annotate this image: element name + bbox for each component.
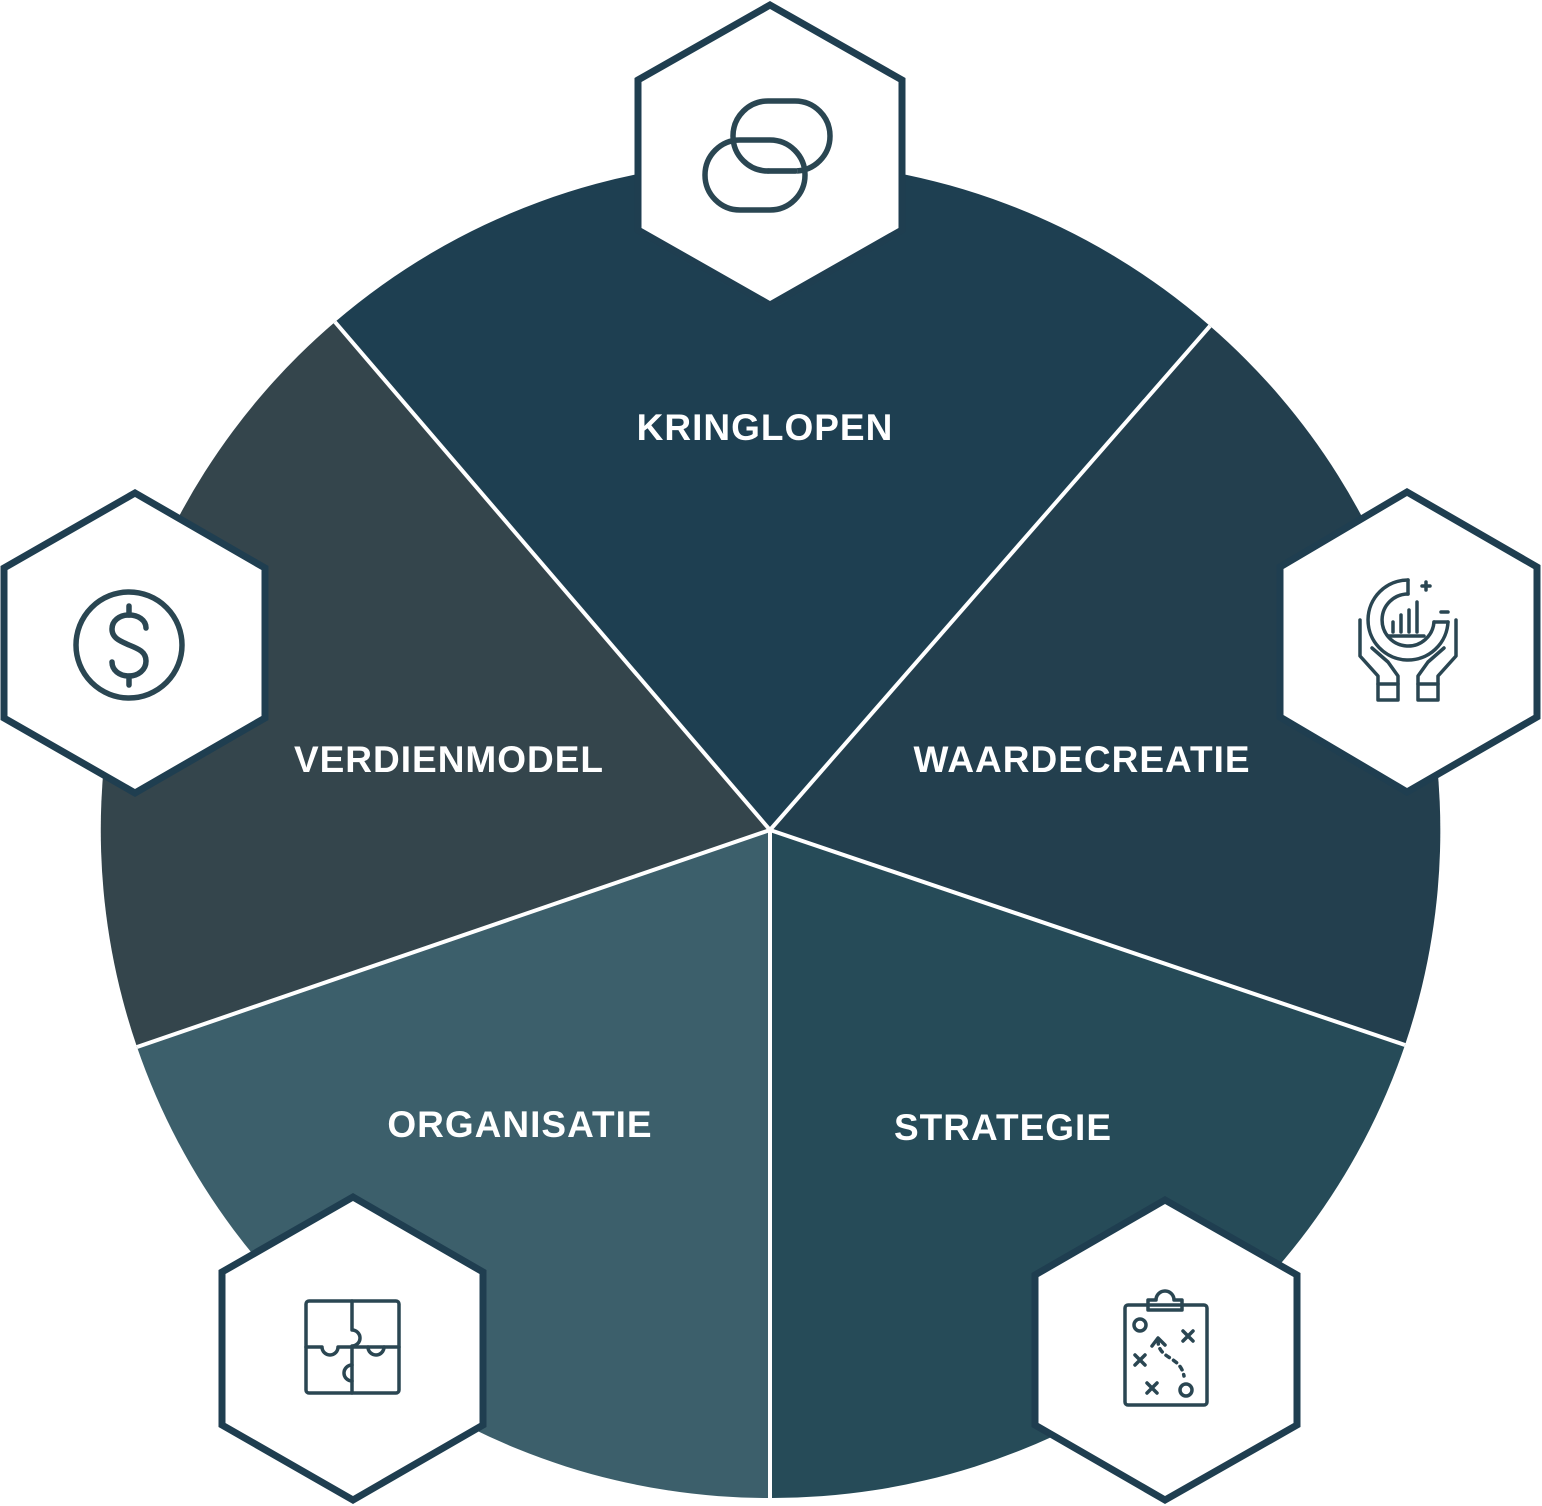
hexagon-verdienmodel — [0, 488, 269, 798]
hexagon-shape — [0, 488, 269, 798]
hexagon-shape — [1031, 1195, 1301, 1505]
label-strategie: STRATEGIE — [894, 1107, 1112, 1148]
hexagon-strategie — [1031, 1195, 1301, 1505]
divider-line — [769, 828, 1406, 1047]
linked-loops-icon — [702, 98, 833, 213]
value-creation-hands-chart-icon — [1358, 578, 1458, 702]
segment-dividers — [136, 320, 1406, 1500]
hexagon-organisatie — [218, 1192, 487, 1505]
label-kringlopen: KRINGLOPEN — [637, 407, 894, 448]
segment-kringlopen — [335, 160, 1210, 831]
label-verdienmodel: VERDIENMODEL — [294, 739, 604, 780]
divider-line — [333, 320, 772, 832]
puzzle-icon — [304, 1299, 401, 1395]
segments — [100, 160, 1441, 1499]
segment-waardecreatie — [770, 326, 1441, 1045]
segment-strategie — [770, 830, 1405, 1499]
dollar-coin-icon — [73, 589, 185, 701]
segment-verdienmodel — [100, 322, 771, 1047]
hexagon-waardecreatie — [1276, 487, 1541, 797]
divider-line — [136, 828, 771, 1049]
segment-organisatie — [137, 830, 770, 1499]
label-waardecreatie: WAARDECREATIE — [913, 739, 1250, 780]
hexagon-shape — [634, 0, 906, 310]
hexagon-shape — [1276, 487, 1541, 797]
segment-labels: KRINGLOPEN WAARDECREATIE STRATEGIE ORGAN… — [294, 407, 1250, 1148]
label-organisatie: ORGANISATIE — [387, 1104, 652, 1145]
strategy-clipboard-icon — [1123, 1289, 1209, 1407]
hexagon-kringlopen — [634, 0, 906, 310]
divider-line — [768, 324, 1212, 832]
